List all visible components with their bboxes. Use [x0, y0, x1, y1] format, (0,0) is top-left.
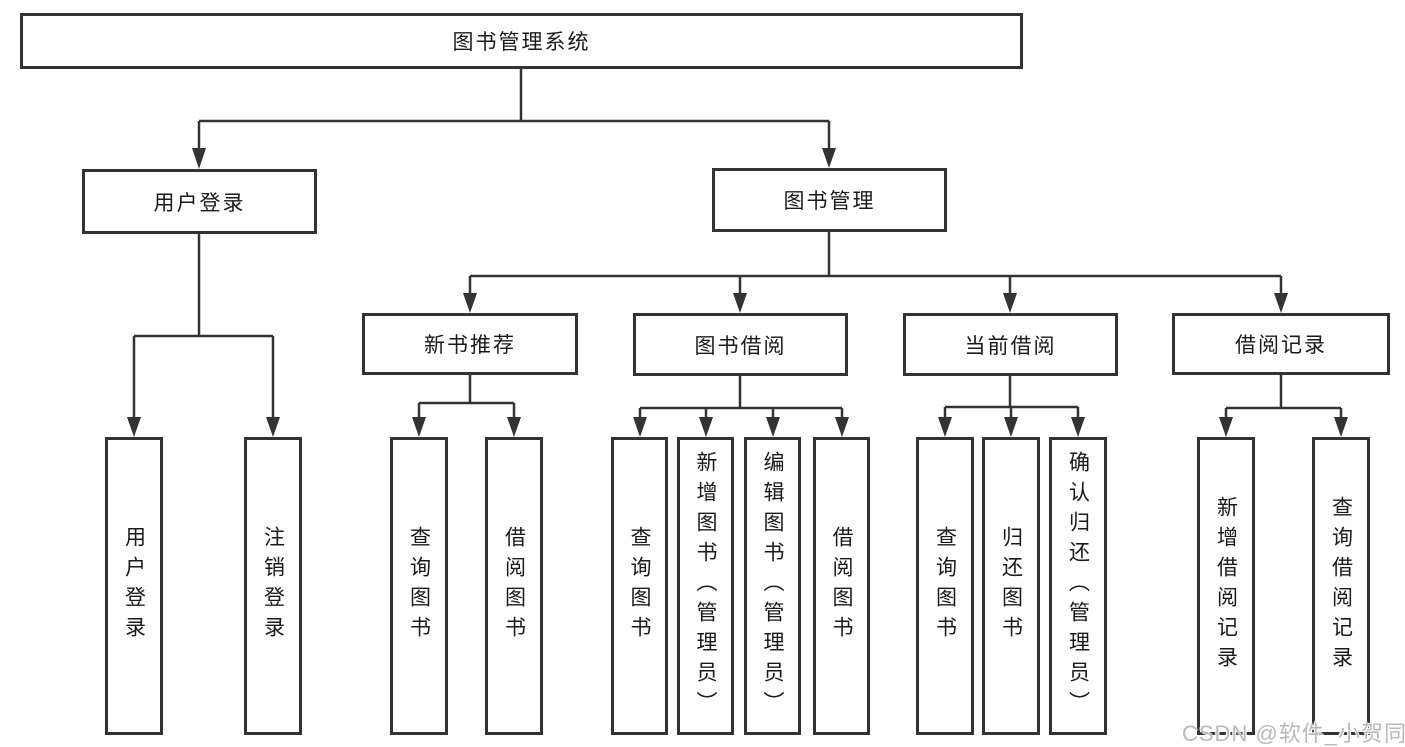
leaf-edit-book-admin-label: 编辑图书（管理员） [761, 451, 784, 721]
node-new-book-recommend: 新书推荐 [362, 313, 578, 375]
leaf-return-book: 归还图书 [982, 437, 1040, 735]
leaf-borrow-book-2-label: 借阅图书 [830, 526, 853, 646]
leaf-user-login: 用户登录 [105, 437, 163, 735]
leaf-add-borrow-record-label: 新增借阅记录 [1214, 496, 1238, 676]
node-library-management-system: 图书管理系统 [20, 13, 1023, 69]
leaf-confirm-return-admin: 确认归还（管理员） [1049, 437, 1107, 735]
leaf-confirm-return-admin-label: 确认归还（管理员） [1066, 451, 1090, 721]
node-book-borrowing: 图书借阅 [633, 313, 848, 376]
csdn-watermark: CSDN @软件_小贺同学 [1182, 721, 1405, 746]
leaf-return-book-label: 归还图书 [999, 526, 1023, 646]
node-borrowing-records: 借阅记录 [1172, 313, 1390, 375]
node-book-management: 图书管理 [712, 168, 947, 232]
leaf-borrow-book-1-label: 借阅图书 [502, 526, 526, 646]
leaf-query-book-1-label: 查询图书 [407, 526, 431, 646]
leaf-query-borrow-record: 查询借阅记录 [1312, 437, 1370, 735]
leaf-logout-label: 注销登录 [261, 526, 285, 646]
node-user-login: 用户登录 [82, 169, 317, 234]
leaf-query-borrow-record-label: 查询借阅记录 [1329, 496, 1353, 676]
leaf-user-login-label: 用户登录 [122, 526, 146, 646]
connector-paths [132, 69, 1343, 419]
node-current-borrowing: 当前借阅 [903, 313, 1118, 376]
leaf-query-book-3-label: 查询图书 [933, 526, 957, 646]
leaf-logout: 注销登录 [244, 437, 302, 735]
leaf-query-book-1: 查询图书 [390, 437, 448, 735]
leaf-add-borrow-record: 新增借阅记录 [1197, 437, 1255, 735]
leaf-borrow-book-2: 借阅图书 [813, 437, 870, 735]
leaf-edit-book-admin: 编辑图书（管理员） [744, 437, 801, 735]
leaf-query-book-2: 查询图书 [611, 437, 668, 735]
leaf-query-book-3: 查询图书 [916, 437, 974, 735]
leaf-query-book-2-label: 查询图书 [628, 526, 651, 646]
leaf-borrow-book-1: 借阅图书 [485, 437, 543, 735]
arrowheads [127, 148, 1348, 437]
leaf-add-book-admin: 新增图书（管理员） [677, 437, 734, 735]
leaf-add-book-admin-label: 新增图书（管理员） [694, 451, 717, 721]
